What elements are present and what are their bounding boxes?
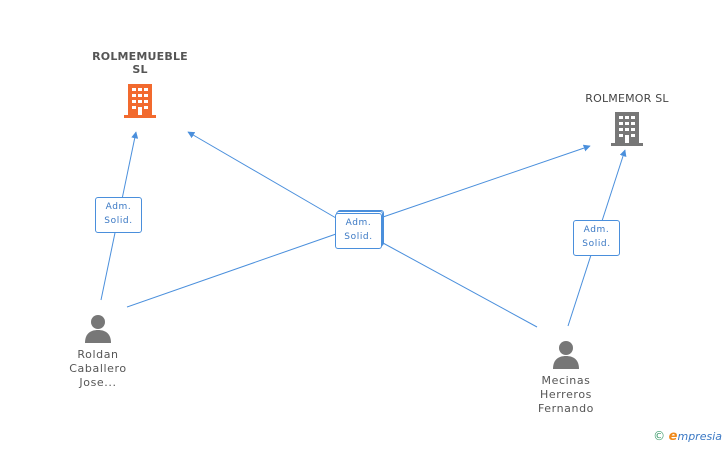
- person-icon: [553, 341, 579, 369]
- person-node-roldan[interactable]: Roldan Caballero Jose...: [56, 314, 140, 390]
- copyright-icon: ©: [653, 429, 666, 443]
- relation-badge-left[interactable]: Adm. Solid.: [95, 197, 142, 233]
- edge-center-rolmemor: [382, 144, 591, 218]
- edge-center-mecinas: [382, 242, 538, 328]
- building-icon: [124, 84, 156, 118]
- person-icon: [85, 315, 111, 343]
- relation-badge-center[interactable]: Adm. Solid.: [335, 213, 382, 249]
- edge-center-rolmemueble: [187, 131, 337, 219]
- brand-name: mpresia: [677, 430, 722, 443]
- person-name: Roldan Caballero Jose...: [69, 348, 127, 389]
- company-node-rolmemueble[interactable]: ROLMEMUEBLE SL: [80, 50, 200, 119]
- person-name: Mecinas Herreros Fernando: [537, 374, 595, 415]
- building-icon: [611, 112, 643, 146]
- company-name: ROLMEMOR SL: [585, 92, 669, 105]
- brand-e-letter: e: [668, 429, 678, 444]
- edge-roldan-center: [126, 233, 337, 308]
- relation-badge-right[interactable]: Adm. Solid.: [573, 220, 620, 256]
- person-node-mecinas[interactable]: Mecinas Herreros Fernando: [518, 340, 614, 416]
- company-name: ROLMEMUEBLE SL: [92, 50, 188, 76]
- company-node-rolmemor[interactable]: ROLMEMOR SL: [572, 92, 682, 147]
- brand-logo: © empresia: [653, 429, 722, 444]
